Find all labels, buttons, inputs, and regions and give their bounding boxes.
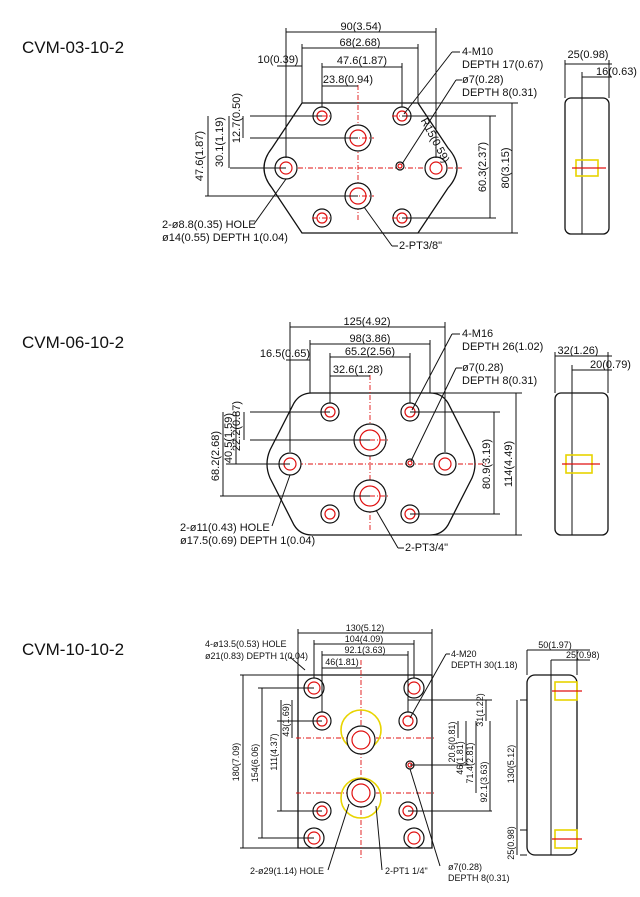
note-bolt: 4-M16 (462, 328, 493, 340)
bolt-hole (398, 711, 418, 731)
dim-side-25: 25(0.98) (568, 49, 609, 61)
note-bolt: 4-M10 (462, 46, 493, 58)
note-port: 2-PT1 1/4" (385, 866, 428, 876)
side-view (554, 352, 612, 536)
port-hole (340, 709, 382, 755)
dim-width-98: 98(3.86) (350, 333, 391, 345)
note-hole: 2-ø29(1.14) HOLE (250, 866, 324, 876)
note-pin: ø7(0.28) (462, 362, 504, 374)
dim-side-height-130: 130(5.12) (506, 745, 516, 784)
dim-width-130: 130(5.12) (346, 623, 385, 633)
dim-width-23-8: 23.8(0.94) (323, 74, 373, 86)
corner-mount-hole (403, 827, 425, 849)
dim-height-180: 180(7.09) (231, 743, 241, 782)
note-bolt: 4-M20 (451, 649, 477, 659)
port-hole (340, 777, 382, 819)
bolt-hole (312, 208, 332, 228)
side-view (564, 60, 612, 235)
note-hole: 2-ø8.8(0.35) HOLE (162, 219, 256, 231)
dim-height-40-5: 40.5(1.59) (223, 413, 235, 463)
note-hole-counterbore: ø14(0.55) DEPTH 1(0.04) (162, 232, 288, 244)
dim-right-71-4: 71.4(2.81) (465, 742, 475, 783)
dim-height-111: 111(4.37) (269, 733, 279, 770)
dim-width-total: 125(4.92) (343, 316, 390, 328)
note-pin-depth: DEPTH 8(0.31) (448, 873, 510, 883)
dim-height-154: 154(6.06) (250, 744, 260, 783)
diagram-title-cvm-10: CVM-10-10-2 (22, 640, 125, 659)
dim-side-25: 25(0.98) (566, 650, 600, 660)
dim-width-65-2: 65.2(2.56) (345, 346, 395, 358)
dim-width-104: 104(4.09) (345, 634, 384, 644)
dim-side-16: 16(0.63) (596, 66, 637, 78)
dim-side-height-25: 25(0.98) (506, 826, 516, 860)
note-pin: ø7(0.28) (462, 74, 504, 86)
note-port: 2-PT3/8" (399, 240, 442, 252)
mount-hole (424, 156, 448, 180)
note-corner-counterbore: ø21(0.83) DEPTH 1(0.04) (205, 651, 308, 661)
dim-side-32: 32(1.26) (558, 345, 599, 357)
note-bolt-depth: DEPTH 17(0.67) (462, 59, 543, 71)
dim-height-22-2: 22.2(0.87) (231, 401, 243, 451)
dim-offset-10: 10(0.39) (258, 54, 299, 66)
note-pin: ø7(0.28) (448, 862, 482, 872)
note-port: 2-PT3/4" (405, 542, 448, 554)
diagram-cvm-03: 90(3.54) 68(2.68) 47.6(1.87) 23.8(0.94) … (162, 21, 637, 252)
dim-right-31: 31(1.22) (475, 693, 485, 727)
dim-height-60-3: 60.3(2.37) (477, 142, 489, 192)
dim-height-43: 43(1.69) (281, 703, 291, 737)
dim-height-30-1: 30.1(1.19) (214, 117, 226, 167)
note-corner-hole: 4-ø13.5(0.53) HOLE (205, 639, 287, 649)
note-hole: 2-ø11(0.43) HOLE (180, 522, 270, 534)
pin-hole (405, 458, 415, 468)
dim-height-114: 114(4.49) (503, 441, 515, 487)
diagram-cvm-06: 125(4.92) 98(3.86) 65.2(2.56) 32.6(1.28)… (180, 316, 631, 554)
dim-offset-16-5: 16.5(0.65) (260, 348, 310, 360)
note-pin-depth: DEPTH 8(0.31) (462, 375, 537, 387)
dim-height-47-6: 47.6(1.87) (194, 131, 206, 181)
dim-width-92-1: 92.1(3.63) (344, 645, 385, 655)
dim-width-32-6: 32.6(1.28) (333, 364, 383, 376)
dim-width-68: 68(2.68) (340, 37, 381, 49)
diagram-cvm-10: 130(5.12) 104(4.09) 92.1(3.63) 46(1.81) … (205, 623, 600, 883)
dim-right-46: 46(1.81) (455, 741, 465, 775)
dim-width-46: 46(1.81) (325, 657, 359, 667)
diagram-title-cvm-03: CVM-03-10-2 (22, 38, 125, 57)
dim-height-68-2: 68.2(2.68) (210, 431, 222, 481)
corner-mount-hole (403, 677, 425, 699)
dim-side-50: 50(1.97) (538, 640, 572, 650)
bolt-hole (320, 504, 340, 524)
diagram-title-cvm-06: CVM-06-10-2 (22, 333, 125, 352)
dim-right-92-1: 92.1(3.63) (479, 761, 489, 802)
side-view (516, 649, 590, 856)
note-hole-counterbore: ø17.5(0.69) DEPTH 1(0.04) (180, 535, 315, 547)
dim-height-12-7: 12.7(0.50) (231, 93, 243, 143)
dim-height-80: 80(3.15) (500, 148, 512, 189)
dim-width-total: 90(3.54) (341, 21, 382, 33)
mount-hole (433, 452, 457, 476)
dim-side-20: 20(0.79) (590, 359, 631, 371)
dim-right-20-6: 20.6(0.81) (447, 721, 457, 762)
dim-height-80-9: 80.9(3.19) (481, 439, 493, 489)
note-bolt-depth: DEPTH 30(1.18) (451, 660, 518, 670)
note-pin-depth: DEPTH 8(0.31) (462, 87, 537, 99)
dim-width-47-6: 47.6(1.87) (337, 55, 387, 67)
note-bolt-depth: DEPTH 26(1.02) (462, 341, 543, 353)
